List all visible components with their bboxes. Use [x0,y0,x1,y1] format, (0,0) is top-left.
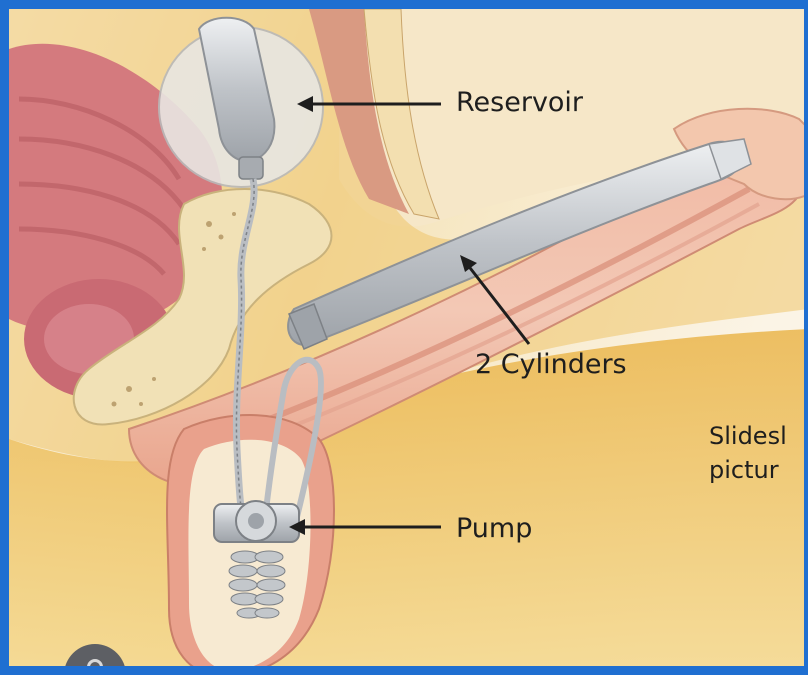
label-pump: Pump [456,513,532,544]
corner-glyph-icon [87,659,103,675]
penile-implant-illustration [9,9,808,675]
label-cylinders: 2 Cylinders [475,349,627,380]
watermark-text: Slidesl pictur [709,419,787,487]
label-reservoir: Reservoir [456,87,583,118]
